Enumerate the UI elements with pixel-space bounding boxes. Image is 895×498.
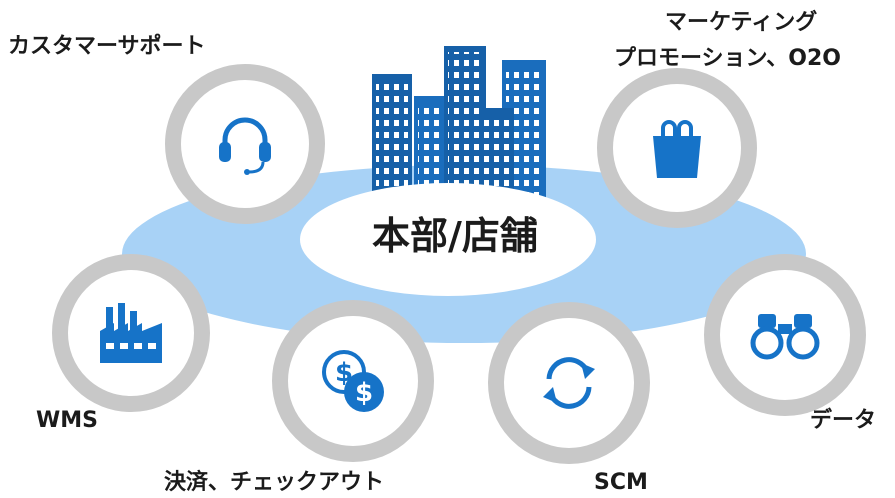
center-title: 本部/店舗: [372, 214, 538, 258]
refresh-cycle-icon: [543, 357, 595, 409]
label-marketing-line2: プロモーション、O2O: [614, 46, 841, 71]
label-wms: WMS: [36, 408, 99, 433]
label-data: データ: [810, 408, 877, 433]
label-marketing-line1: マーケティング: [665, 10, 818, 35]
node-marketing: [597, 68, 757, 228]
node-scm: [488, 302, 650, 464]
dollar-coins-icon: $ $: [322, 350, 384, 412]
label-payment: 決済、チェックアウト: [164, 470, 385, 495]
factory-icon: [100, 303, 162, 363]
label-customer-support: カスタマーサポート: [8, 34, 206, 59]
center-hub: [300, 183, 596, 296]
node-payment: $ $: [272, 300, 434, 462]
shopping-bag-icon: [653, 120, 701, 178]
office-buildings-icon: [372, 46, 546, 204]
svg-text:$: $: [355, 378, 373, 408]
node-data: [704, 254, 866, 416]
binoculars-icon: [750, 314, 820, 360]
node-wms: [52, 254, 210, 412]
node-customer-support: [165, 64, 325, 224]
headset-icon: [219, 117, 271, 175]
label-scm: SCM: [594, 470, 648, 495]
